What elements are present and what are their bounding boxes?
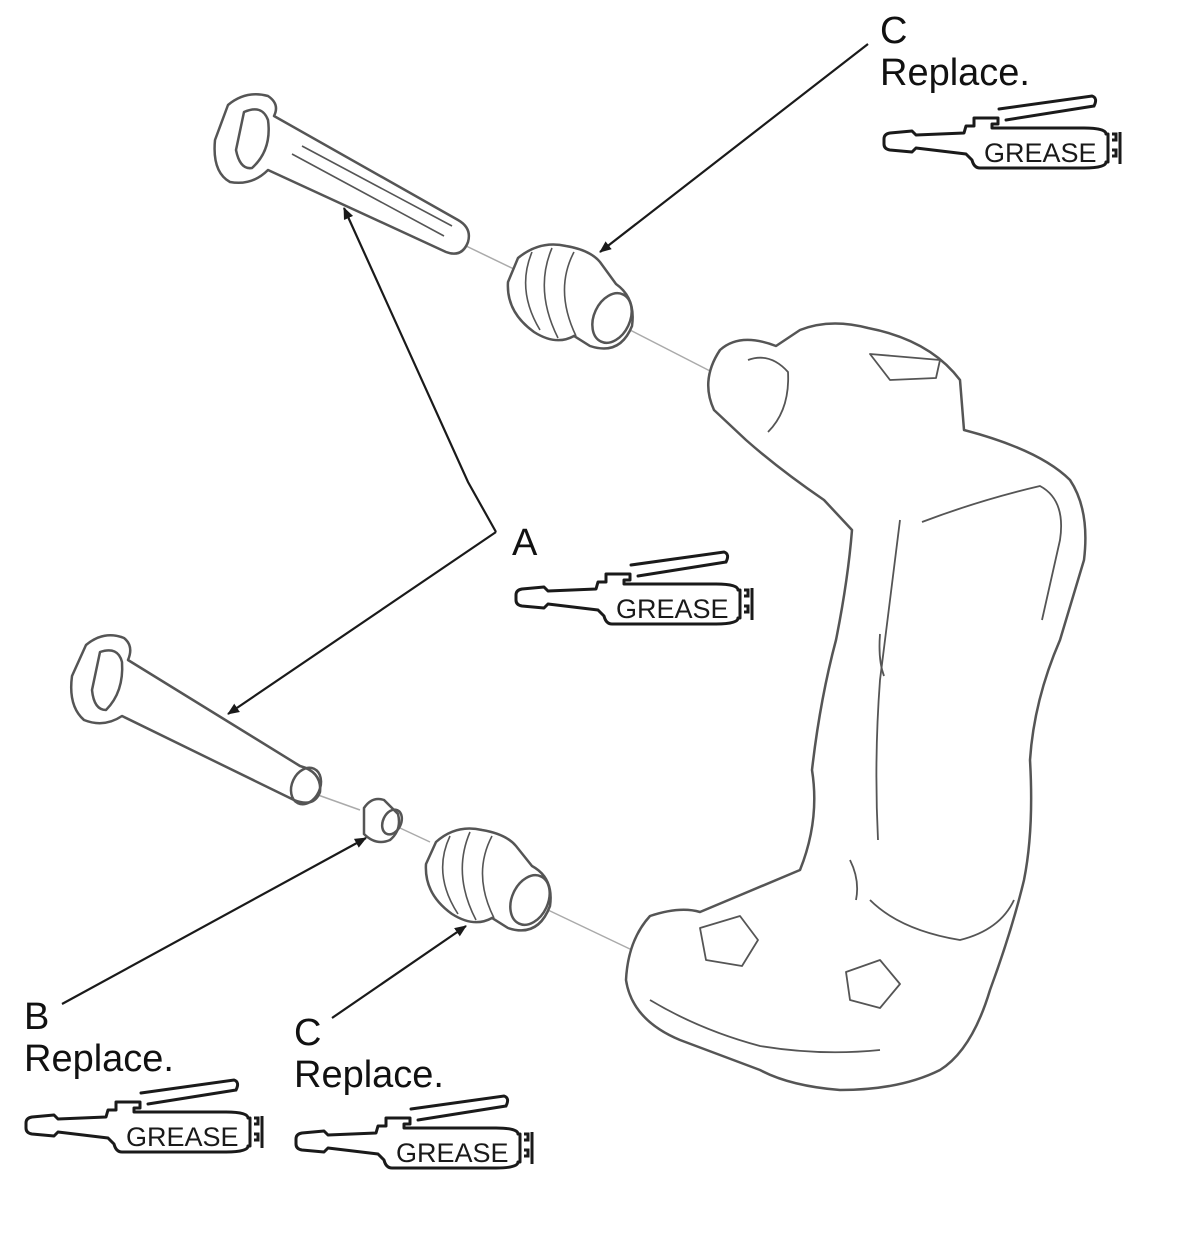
grease-label: GREASE	[126, 1122, 239, 1152]
lower-guide-pin	[70, 633, 323, 806]
leader-c-bottom	[331, 925, 467, 1019]
leader-b	[61, 837, 367, 1005]
leader-a-upper	[342, 207, 497, 533]
callout-c-top-letter: C	[880, 10, 908, 52]
callout-c-bottom-letter: C	[294, 1012, 322, 1054]
grease-tube-icon-c-top: GREASE	[882, 94, 1122, 170]
callout-b-letter: B	[24, 996, 50, 1038]
callout-b-note: Replace.	[24, 1038, 174, 1080]
lower-pin-boot	[424, 827, 552, 932]
callout-c-bottom-note: Replace.	[294, 1054, 444, 1096]
callout-c-top-note: Replace.	[880, 52, 1030, 94]
upper-pin-boot	[506, 243, 634, 350]
upper-guide-pin	[213, 93, 471, 255]
grease-label: GREASE	[616, 594, 729, 624]
leader-c-top	[599, 43, 869, 253]
grease-label: GREASE	[984, 138, 1097, 168]
grease-tube-icon-a: GREASE	[514, 550, 754, 626]
pin-bushing	[362, 797, 404, 844]
caliper-bracket	[624, 322, 1087, 1092]
leader-lines	[61, 43, 869, 1019]
leader-a-lower	[227, 531, 497, 715]
grease-tube-icon-b: GREASE	[24, 1078, 264, 1154]
callout-a-letter: A	[512, 522, 538, 564]
grease-tube-icon-c-bottom: GREASE	[294, 1094, 534, 1170]
pin-axis-lines	[317, 243, 713, 951]
grease-label: GREASE	[396, 1138, 509, 1168]
